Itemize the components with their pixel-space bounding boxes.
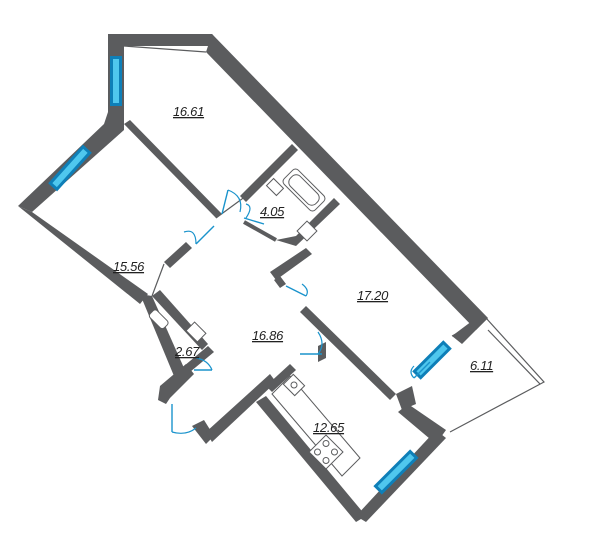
area-balcony: 6.11 bbox=[470, 358, 493, 373]
door-living-room bbox=[285, 283, 308, 297]
fixtures bbox=[148, 168, 361, 477]
area-hall: 16.86 bbox=[252, 328, 284, 343]
door-balcony bbox=[410, 361, 431, 379]
interior-walls bbox=[124, 120, 396, 400]
door-entrance bbox=[171, 404, 197, 434]
kitchen-sink-icon bbox=[282, 373, 306, 397]
door-left-bedroom bbox=[183, 225, 215, 245]
area-bathroom: 4.05 bbox=[260, 204, 285, 219]
area-labels: 16.61 4.05 15.56 17.20 2.67 16.86 12.65 … bbox=[113, 104, 494, 435]
toilet-sink-icon bbox=[185, 321, 207, 343]
door-kitchen bbox=[300, 331, 323, 355]
window-kitchen bbox=[373, 449, 419, 495]
doors bbox=[171, 189, 431, 434]
window-left-bedroom bbox=[48, 144, 92, 192]
bathtub-icon bbox=[282, 168, 326, 212]
area-bedroom-top: 16.61 bbox=[173, 104, 204, 119]
room-outlines bbox=[123, 45, 247, 297]
toilet-icon bbox=[148, 309, 169, 330]
area-bedroom-left: 15.56 bbox=[113, 259, 145, 274]
window-top-bedroom bbox=[110, 56, 122, 106]
area-toilet: 2.67 bbox=[174, 344, 200, 359]
door-top-bedroom bbox=[221, 189, 242, 215]
balcony bbox=[449, 317, 545, 433]
door-toilet bbox=[194, 357, 213, 371]
stove-icon bbox=[308, 434, 344, 470]
washing-machine-icon bbox=[296, 220, 318, 242]
exterior-walls bbox=[18, 34, 488, 522]
bathroom-sink-icon bbox=[265, 177, 285, 197]
door-bathroom bbox=[243, 203, 265, 225]
area-living-room: 17.20 bbox=[357, 288, 389, 303]
area-kitchen: 12.65 bbox=[313, 420, 345, 435]
